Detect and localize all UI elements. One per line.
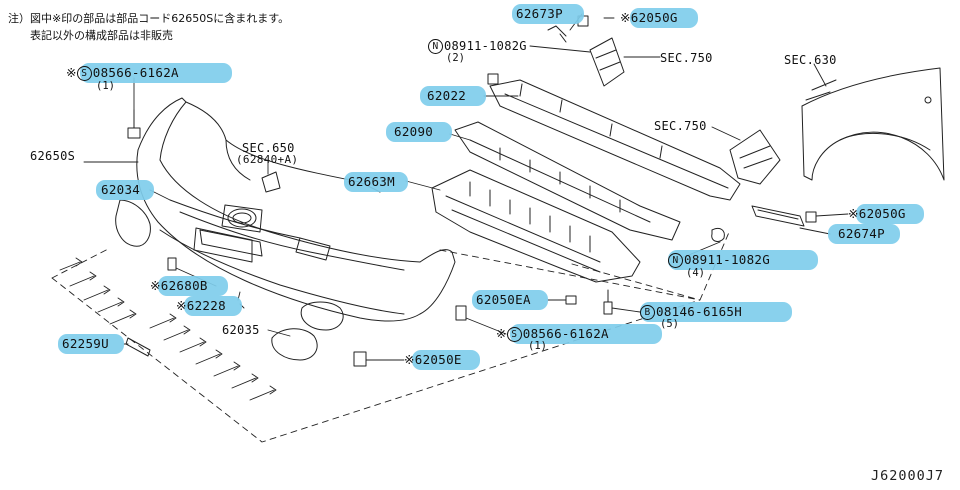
part-callout-62090[interactable]: 62090 (394, 124, 434, 139)
callout-highlight (344, 172, 408, 192)
bracket-left (547, 25, 625, 87)
callout-highlight (58, 334, 124, 354)
asterisk-mark: ※ (404, 352, 415, 367)
part-callout-62674P[interactable]: 62674P (838, 226, 885, 241)
part-number: 62050G (630, 10, 678, 25)
asterisk-mark: ※ (620, 10, 631, 25)
part-quantity: (1) (528, 340, 547, 352)
section-ref-650-part: (62840+A) (236, 153, 299, 166)
leader-lines (83, 13, 849, 361)
callout-highlight (386, 122, 452, 142)
fender-stay (751, 205, 805, 227)
part-callout-62680B[interactable]: ※62680B (150, 276, 208, 296)
note-included-parts: 注）図中※印の部品は部品コード62650Sに含まれます。 (8, 12, 290, 25)
fender (801, 67, 945, 181)
part-callout-62228[interactable]: ※62228 (176, 296, 226, 316)
section-ref-650[interactable]: SEC.650 (242, 141, 295, 155)
part-number: 08146-6165H (656, 304, 743, 319)
asterisk-mark: ※ (848, 206, 859, 221)
callout-highlight (80, 63, 232, 83)
part-callout-62650S[interactable]: 62650S (30, 149, 76, 163)
part-number: 62050E (414, 352, 462, 367)
callout-highlight (856, 204, 924, 224)
callout-highlight (184, 296, 242, 316)
bracket-right (729, 129, 781, 185)
asterisk-mark: ※ (176, 298, 187, 313)
fasteners (125, 15, 817, 367)
circle-b-icon: B (640, 305, 655, 320)
part-callout-62050G-lower[interactable]: ※62050G (848, 204, 906, 224)
diagram-code: J62000J7 (870, 468, 944, 484)
upper-armature (489, 79, 741, 201)
part-quantity: (4) (686, 267, 705, 279)
part-number: 08911-1082G (444, 39, 527, 53)
part-quantity: (1) (96, 80, 115, 92)
part-quantity: (2) (446, 52, 465, 64)
part-callout-62050G-upper[interactable]: ※62050G (620, 8, 678, 28)
part-number: 08566-6162A (92, 65, 179, 80)
asterisk-mark: ※ (496, 326, 507, 341)
part-callout-62034[interactable]: 62034 (101, 182, 141, 197)
callout-highlight (96, 180, 154, 200)
callout-highlight (412, 350, 480, 370)
callout-highlight (510, 324, 662, 344)
asterisk-mark: ※ (150, 278, 161, 293)
part-number: 08911-1082G (684, 252, 771, 267)
part-callout-62022[interactable]: 62022 (427, 88, 467, 103)
part-callout-62035[interactable]: 62035 (222, 323, 260, 337)
energy-absorber (431, 169, 641, 283)
reinforcement-beam (454, 121, 681, 241)
circle-s-icon: S (76, 66, 92, 81)
direction-arrows (59, 257, 277, 401)
callout-highlight (512, 4, 584, 24)
part-callout-62663M[interactable]: 62663M (348, 174, 395, 189)
callout-highlight (420, 86, 486, 106)
part-number: 08566-6162A (522, 326, 609, 341)
circle-n-icon: N (428, 39, 443, 54)
note-non-sale-parts: 表記以外の構成部品は非販売 (8, 29, 173, 42)
part-number: 62228 (186, 298, 226, 313)
asterisk-mark: ※ (66, 65, 77, 80)
callout-highlight (828, 224, 900, 244)
part-callout-62673P[interactable]: 62673P (516, 6, 563, 21)
part-callout-62050EA[interactable]: 62050EA (476, 292, 531, 307)
circle-n-icon: N (668, 253, 683, 268)
part-number: 62050G (858, 206, 906, 221)
callout-highlight (472, 290, 548, 310)
part-number: 62680B (160, 278, 208, 293)
part-quantity: (5) (660, 318, 679, 330)
callout-highlight (158, 276, 228, 296)
section-ref-750-upper[interactable]: SEC.750 (660, 51, 713, 65)
section-ref-750-lower[interactable]: SEC.750 (654, 119, 707, 133)
callout-highlight (640, 302, 792, 322)
part-callout-62259U[interactable]: 62259U (62, 336, 109, 351)
callout-highlight (630, 8, 698, 28)
callout-highlight (668, 250, 818, 270)
part-callout-62050E[interactable]: ※62050E (404, 350, 462, 370)
section-ref-630[interactable]: SEC.630 (784, 53, 837, 67)
circle-s-icon: S (506, 327, 522, 342)
